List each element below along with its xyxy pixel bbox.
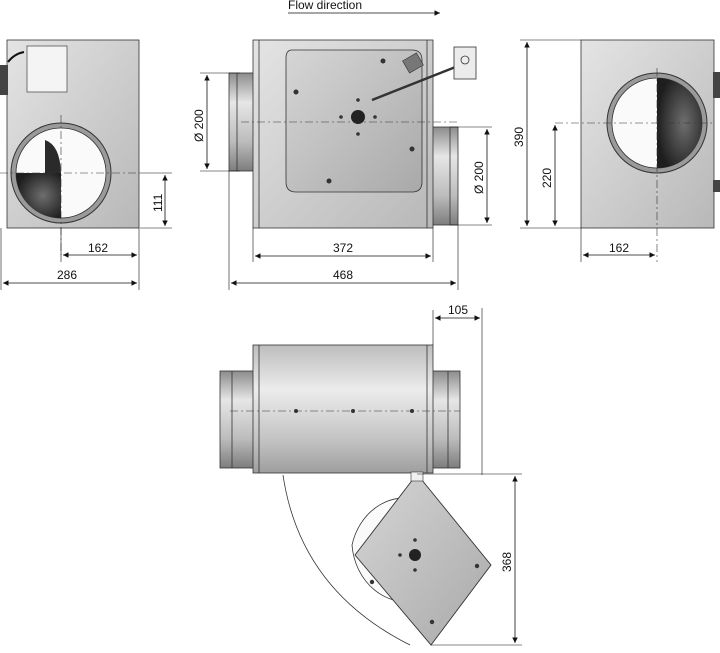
dim-top-105-label: 105	[448, 303, 468, 317]
front-screw	[380, 58, 386, 64]
top-door-hub	[409, 549, 421, 561]
front-motor-hub	[351, 110, 365, 124]
door-swing-arc	[282, 474, 411, 646]
top-open-door	[354, 473, 492, 646]
dim-front-right-d-label: Ø 200	[472, 161, 486, 194]
left-cable	[7, 51, 25, 63]
flow-direction: Flow direction	[288, 0, 440, 16]
front-cable-gland	[402, 52, 424, 74]
front-terminal-knob	[460, 55, 470, 65]
top-door-screw	[413, 568, 417, 572]
front-right-duct	[430, 126, 459, 226]
right-side-view: 390 220 162	[512, 39, 720, 262]
dim-left-162-label: 162	[88, 241, 108, 255]
dim-left-286-label: 286	[57, 268, 77, 282]
dim-top-368-label: 368	[500, 552, 514, 572]
front-terminal-box	[453, 46, 477, 80]
top-door-hinge	[410, 471, 424, 482]
dim-right-162-label: 162	[609, 241, 629, 255]
top-door-screw	[369, 579, 375, 585]
front-screw	[373, 115, 377, 119]
top-door-screw	[429, 619, 435, 625]
top-view: 105 368	[219, 303, 522, 646]
dim-right-220-label: 220	[540, 168, 554, 188]
top-housing	[252, 344, 434, 474]
dim-front-372-label: 372	[333, 241, 353, 255]
front-screw	[409, 146, 415, 152]
dim-front-left-d-label: Ø 200	[192, 109, 206, 142]
dim-right-390-label: 390	[512, 127, 526, 147]
front-screw	[293, 89, 299, 95]
front-cable	[371, 64, 459, 102]
front-screw	[356, 132, 360, 136]
top-door-screw	[474, 563, 480, 569]
left-motor	[45, 140, 61, 173]
flow-direction-label: Flow direction	[288, 0, 362, 12]
top-right-duct	[428, 370, 461, 469]
dim-left-111-label: 111	[151, 193, 165, 212]
left-side-view: 111 162 286	[0, 39, 172, 290]
front-screw	[356, 98, 360, 102]
front-view: Ø 200 Ø 200 372 468	[192, 39, 492, 290]
top-left-duct	[219, 370, 258, 469]
front-screw	[326, 178, 332, 184]
right-cable-entry-bottom	[713, 180, 720, 192]
top-door-screw	[413, 538, 417, 542]
dim-front-468-label: 468	[333, 268, 353, 282]
front-screw	[339, 115, 343, 119]
left-terminal-box	[26, 45, 68, 93]
left-fan-wheel	[16, 173, 61, 218]
top-door-screw	[398, 553, 402, 557]
left-cable-entry	[0, 65, 8, 95]
right-cable-entry-top	[713, 72, 720, 98]
